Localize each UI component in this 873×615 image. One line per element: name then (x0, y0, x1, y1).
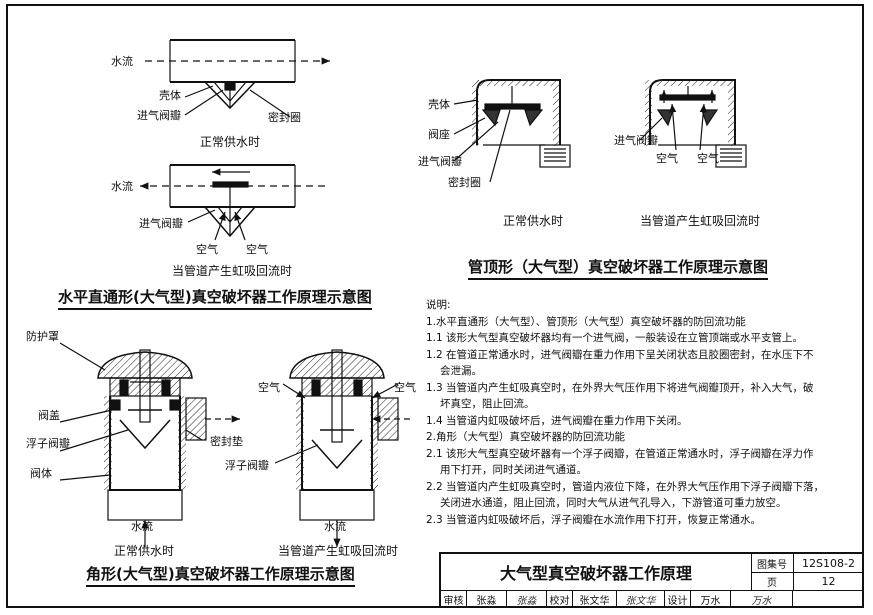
note-line: 1.4 当管道内虹吸破坏后，进气阀瓣在重力作用下关闭。 (426, 414, 688, 427)
atlas-label: 图集号 (751, 554, 794, 573)
fig1-caption-siphon: 当管道产生虹吸回流时 (172, 264, 293, 278)
fig2-siphon-drawing (639, 79, 747, 168)
fig1-title: 水平直通形(大气型)真空破坏器工作原理示意图 (58, 290, 372, 310)
fig1-normal-drawing (145, 39, 330, 118)
fig1-label-seal-ring: 密封圈 (268, 111, 301, 124)
title-block: 大气型真空破坏器工作原理 图集号 12S108-2 页 12 审核 张淼 张淼 … (439, 552, 864, 608)
fig1-label-inlet-valve-2: 进气阀瓣 (139, 217, 183, 230)
fig3-title: 角形(大气型)真空破坏器工作原理示意图 (86, 567, 355, 587)
fig1-label-shell: 壳体 (159, 89, 181, 102)
note-line: 2.2 当管道内产生虹吸真空时，管道内液位下降，在外界大气压作用下浮子阀瓣下落， (426, 480, 825, 493)
page-number: 12 (793, 572, 864, 591)
sheet-title: 大气型真空破坏器工作原理 (441, 554, 752, 591)
fig2-normal-drawing (453, 79, 571, 183)
fig3-label-body: 阀体 (30, 467, 52, 480)
note-line: 1.3 当管道内产生虹吸真空时，在外界大气压作用下将进气阀瓣顶开，补入大气，破 (426, 381, 814, 394)
signature-spacer (793, 590, 864, 608)
note-line: 1.2 在管道正常通水时，进气阀瓣在重力作用下呈关闭状态且胶圈密封，在水压下不 (426, 348, 814, 361)
fig2-label-valve-seat: 阀座 (428, 128, 450, 141)
notes: 说明: 1.水平直通形（大气型）、管顶形（大气型）真空破坏器的防回流功能 1.1… (426, 297, 862, 528)
notes-heading: 说明: (426, 299, 451, 311)
fig2-label-inlet-valve: 进气阀瓣 (418, 155, 462, 168)
checker-name: 张文华 (573, 590, 617, 608)
note-line: 2.角形（大气型）真空破坏器的防回流功能 (426, 431, 626, 443)
fig1-label-inlet-valve: 进气阀瓣 (137, 109, 181, 122)
note-line: 2.1 该形大气型真空破坏器有一个浮子阀瓣，在管道正常通水时，浮子阀瓣在浮力作 (426, 447, 814, 460)
fig1-siphon-drawing (140, 164, 325, 241)
note-line: 会泄漏。 (440, 365, 482, 377)
designer-signature: 万水 (731, 590, 793, 608)
fig3-label-bonnet: 阀盖 (38, 409, 60, 422)
drawing-frame (6, 4, 864, 608)
designer-name: 万水 (691, 590, 731, 608)
note-line: 2.3 当管道内虹吸破坏后，浮子阀瓣在水流作用下打开，恢复正常通水。 (426, 513, 762, 526)
fig3-caption-normal: 正常供水时 (114, 544, 175, 558)
fig3-normal-drawing (59, 342, 240, 547)
note-line: 坏真空，阻止回流。 (440, 398, 535, 410)
signature-row: 审核 张淼 张淼 校对 张文华 张文华 设计 万水 万水 (441, 590, 864, 608)
fig1-caption-normal: 正常供水时 (200, 135, 261, 149)
fig1-label-water-flow-2: 水流 (111, 180, 133, 193)
atlas-number: 12S108-2 (793, 554, 864, 573)
note-line: 1.1 该形大气型真空破坏器均有一个进气阀，一般装设在立管顶端或水平支管上。 (426, 332, 804, 344)
fig1-label-air-2: 空气 (246, 243, 268, 256)
fig2-label-shell: 壳体 (428, 98, 450, 111)
fig1-label-air-1: 空气 (196, 243, 218, 256)
check-label: 校对 (547, 590, 573, 608)
fig2-title: 管顶形（大气型）真空破坏器工作原理示意图 (468, 260, 769, 280)
fig3-label-float-valve-right: 浮子阀瓣 (225, 459, 269, 472)
note-line: 关闭进水通道，阻止回流，同时大气从进气孔导入，下游管道可重力放空。 (440, 497, 787, 509)
note-line: 1.水平直通形（大气型）、管顶形（大气型）真空破坏器的防回流功能 (426, 315, 746, 328)
fig2-label-air-1: 空气 (656, 152, 678, 165)
fig3-label-gasket: 密封垫 (210, 435, 243, 448)
fig1-label-water-flow: 水流 (111, 55, 133, 68)
fig3-siphon-drawing (274, 349, 410, 547)
fig3-label-cover: 防护罩 (26, 330, 59, 343)
fig2-label-air-2: 空气 (697, 152, 719, 165)
fig3-caption-siphon: 当管道产生虹吸回流时 (278, 544, 399, 558)
design-label: 设计 (665, 590, 691, 608)
fig2-label-inlet-valve-right: 进气阀瓣 (614, 134, 658, 147)
reviewer-name: 张淼 (467, 590, 507, 608)
reviewer-signature: 张淼 (507, 590, 547, 608)
fig3-label-water-right: 水流 (324, 520, 346, 533)
fig3-label-water-left: 水流 (131, 520, 153, 533)
page-label: 页 (751, 572, 794, 591)
fig2-caption-siphon: 当管道产生虹吸回流时 (640, 214, 761, 228)
note-line: 用下打开，同时关闭进气通道。 (440, 464, 587, 476)
fig3-label-float-valve: 浮子阀瓣 (26, 437, 70, 450)
fig2-caption-normal: 正常供水时 (503, 214, 564, 228)
review-label: 审核 (441, 590, 467, 608)
checker-signature: 张文华 (617, 590, 665, 608)
fig3-label-air-left: 空气 (258, 381, 280, 394)
fig3-label-air-right: 空气 (394, 381, 416, 394)
fig2-label-seal-ring: 密封圈 (448, 176, 481, 189)
